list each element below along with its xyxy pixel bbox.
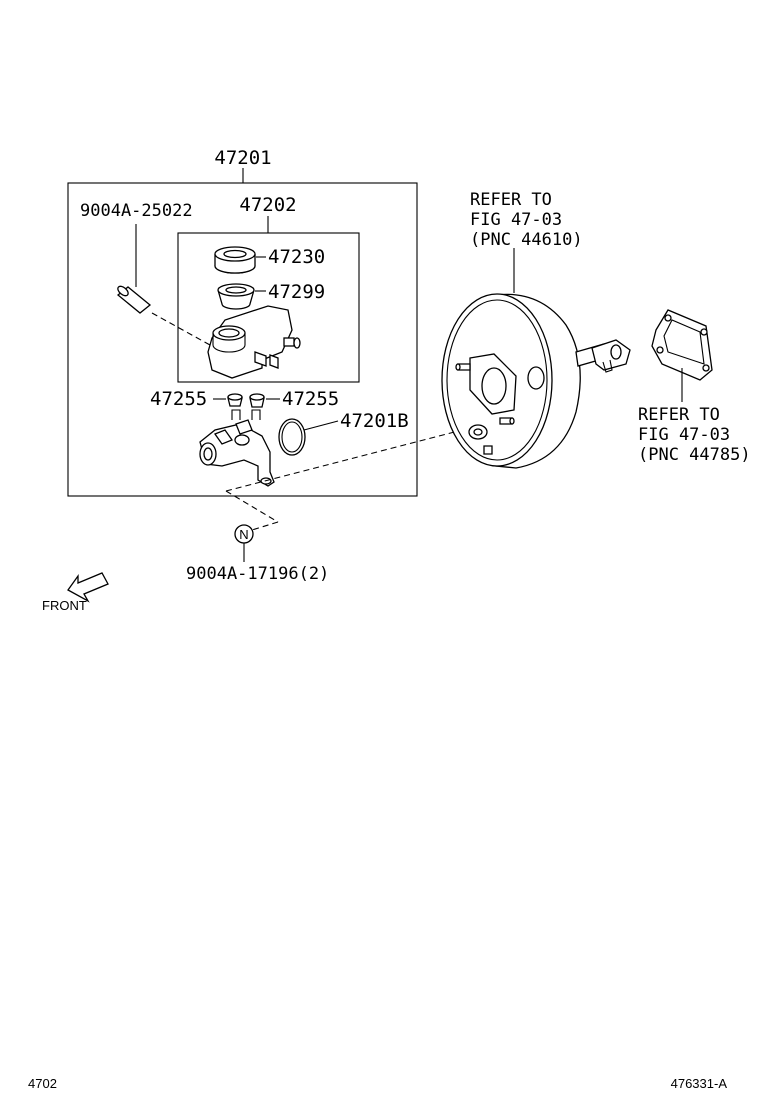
label-nut: 9004A-17196(2) xyxy=(186,564,329,584)
cap-part xyxy=(214,246,256,274)
footer-left-code: 4702 xyxy=(28,1076,57,1091)
label-pin: 9004A-25022 xyxy=(80,201,193,221)
reservoir-tank xyxy=(207,305,301,379)
pin-dashed-leader xyxy=(151,312,211,346)
pin-part xyxy=(116,285,152,314)
grommet-left-part xyxy=(227,393,243,407)
label-grommet-right: 47255 xyxy=(282,388,339,410)
refer-gasket-line2: FIG 47-03 xyxy=(638,425,730,445)
label-oring: 47201B xyxy=(340,410,409,432)
refer-gasket-line1: REFER TO xyxy=(638,405,720,425)
brake-booster-part xyxy=(441,293,631,469)
front-arrow-icon xyxy=(67,572,109,603)
gasket-part xyxy=(651,309,713,381)
label-assembly: 47201 xyxy=(214,147,271,169)
label-grommet-left: 47255 xyxy=(150,388,207,410)
refer-gasket-line3: (PNC 44785) xyxy=(638,445,751,465)
refer-booster-line1: REFER TO xyxy=(470,190,552,210)
label-strainer: 47299 xyxy=(268,281,325,303)
refer-booster-line2: FIG 47-03 xyxy=(470,210,562,230)
master-cylinder-part xyxy=(199,409,275,487)
label-cap: 47230 xyxy=(268,246,325,268)
refer-booster-line3: (PNC 44610) xyxy=(470,230,583,250)
oring-part xyxy=(278,418,306,456)
footer-right-code: 476331-A xyxy=(671,1076,728,1091)
label-reservoir-assy: 47202 xyxy=(239,194,296,216)
nut-dashed-leader xyxy=(225,490,279,523)
grommet-right-part xyxy=(249,393,265,408)
booster-dashed-leader xyxy=(225,427,471,492)
front-label: FRONT xyxy=(42,598,87,613)
nut-symbol-letter: N xyxy=(239,527,248,542)
oring-leader xyxy=(303,420,339,431)
strainer-part xyxy=(217,283,255,310)
